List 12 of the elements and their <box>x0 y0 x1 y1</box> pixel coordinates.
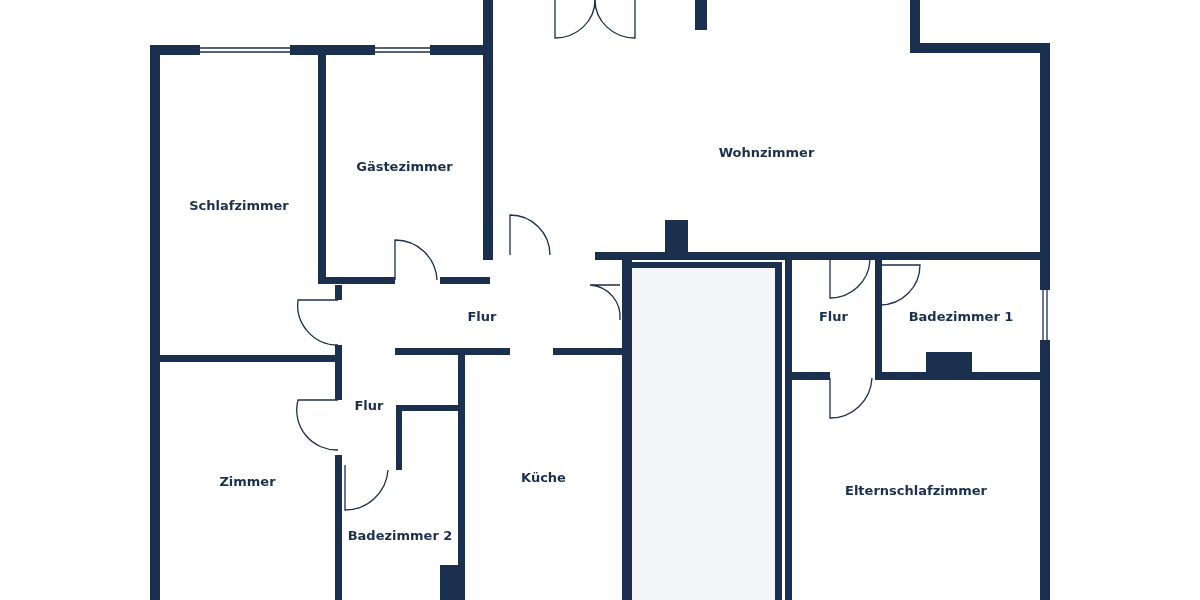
room-label: Flur <box>819 308 848 324</box>
room-label: Badezimmer 1 <box>908 308 1014 324</box>
room-label: Küche <box>521 470 566 485</box>
room-label: Elternschlafzimmer <box>845 482 987 498</box>
unlabeled-room <box>632 268 775 600</box>
room-label: Gästezimmer <box>356 158 453 174</box>
room-label: Schlafzimmer <box>189 197 289 213</box>
room-label: Zimmer <box>219 473 276 489</box>
room-label: Wohnzimmer <box>718 145 815 160</box>
room-label: Flur <box>354 397 384 413</box>
room-label: Flur <box>467 308 497 324</box>
room-label: Badezimmer 2 <box>347 527 453 543</box>
